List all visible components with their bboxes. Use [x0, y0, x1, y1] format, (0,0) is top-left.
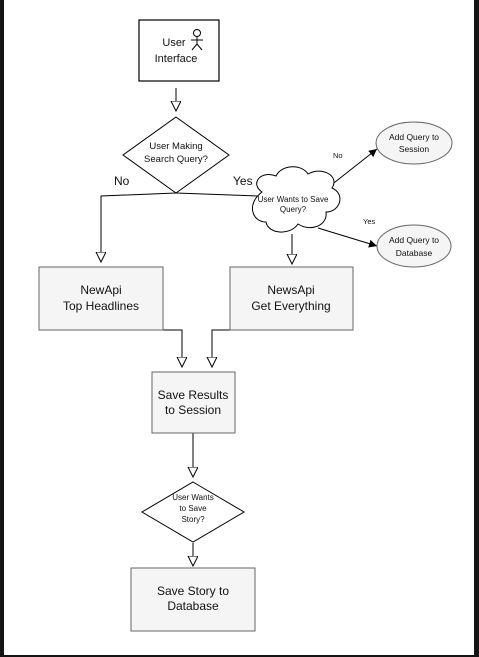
connector-yes-to-cloud	[175, 192, 259, 197]
user-interface-label-line2: Interface	[155, 53, 198, 65]
search-decision-line1: User Making	[149, 141, 202, 152]
connector-get-everything-to-save-results	[212, 329, 230, 367]
save-story-decision: User Wants to Save Story?	[141, 481, 245, 543]
top-headlines-line2: Top Headlines	[63, 299, 139, 313]
search-decision-line2: Search Query?	[144, 154, 208, 165]
add-query-session-line2: Session	[399, 144, 430, 154]
add-query-database-line1: Add Query to	[389, 235, 439, 245]
save-query-cloud: User Wants to Save Query?	[252, 166, 341, 233]
get-everything-node: NewsApi Get Everything	[229, 266, 354, 331]
connector-top-headlines-to-save-results	[163, 329, 182, 367]
search-query-decision: User Making Search Query?	[122, 116, 230, 194]
add-query-session-node: Add Query to Session	[375, 121, 453, 165]
connector-no-to-top-headlines	[101, 192, 177, 262]
save-story-db-line1: Save Story to	[157, 584, 229, 598]
save-story-decision-line3: Story?	[181, 515, 205, 524]
connectors	[101, 88, 378, 566]
save-results-line2: to Session	[165, 403, 221, 417]
connector-cloud-to-add-database	[317, 227, 378, 248]
cloud-yes-label: Yes	[363, 217, 375, 226]
add-query-database-line2: Database	[396, 248, 433, 258]
save-story-db-line2: Database	[167, 599, 219, 613]
save-story-decision-line2: to Save	[179, 504, 207, 513]
top-headlines-line1: NewApi	[80, 283, 121, 297]
add-query-session-line1: Add Query to	[389, 132, 439, 142]
save-results-node: Save Results to Session	[151, 371, 236, 434]
no-branch-label: No	[114, 174, 130, 188]
cloud-no-label: No	[333, 151, 343, 160]
save-query-cloud-line1: User Wants to Save	[258, 195, 329, 204]
save-story-decision-line1: User Wants	[172, 493, 214, 502]
get-everything-line2: Get Everything	[251, 299, 330, 313]
save-results-line1: Save Results	[158, 388, 229, 402]
save-story-db-node: Save Story to Database	[130, 567, 256, 632]
connector-cloud-to-add-session	[329, 148, 378, 187]
get-everything-line1: NewsApi	[267, 283, 314, 297]
save-query-cloud-line2: Query?	[280, 205, 307, 214]
user-interface-node: User Interface	[138, 19, 220, 82]
user-actor-icon	[191, 29, 203, 51]
add-query-database-node: Add Query to Database	[376, 224, 452, 268]
yes-branch-label: Yes	[233, 174, 253, 188]
user-interface-label-line1: User	[162, 37, 186, 49]
top-headlines-node: NewApi Top Headlines	[38, 266, 164, 331]
